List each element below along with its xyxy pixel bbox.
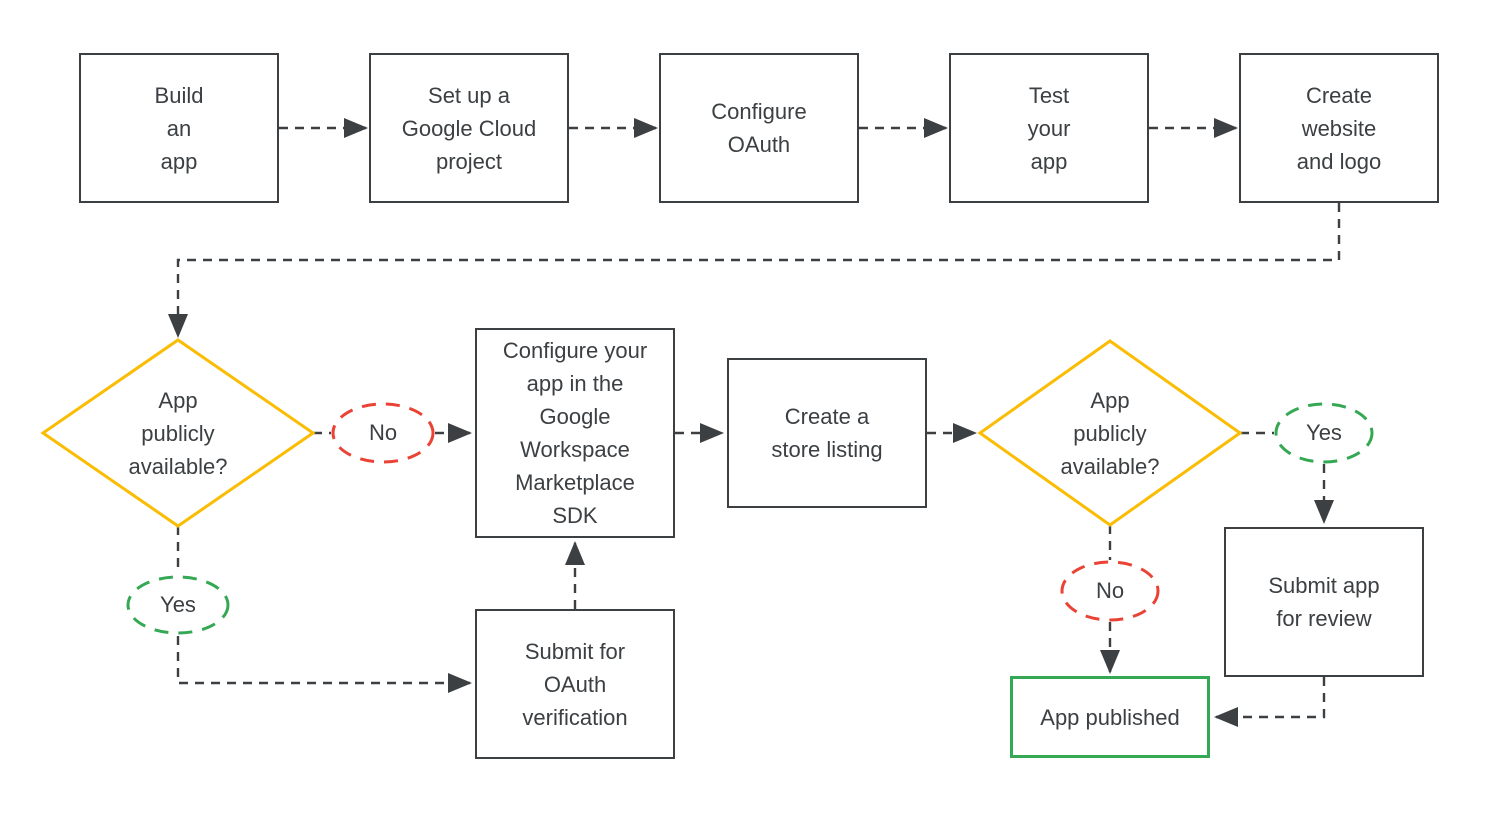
node-build-app-label: Build an app: [154, 82, 204, 174]
node-test-app: Test your app: [949, 53, 1149, 203]
no-chip-first-label: No: [368, 420, 398, 445]
yes-chip-second-label: Yes: [1306, 420, 1342, 445]
node-setup-project-label: Set up a Google Cloud project: [401, 82, 537, 174]
node-configure-oauth-label: Configure OAuth: [711, 99, 807, 157]
node-configure-oauth: Configure OAuth: [659, 53, 859, 203]
no-chip-second-label: No: [1095, 578, 1125, 603]
decision-second: App publicly available?: [1010, 340, 1210, 526]
yes-chip-second-outline: [1274, 402, 1374, 464]
node-submit-review-label: Submit app for review: [1268, 573, 1380, 631]
yes-chip-first-label: Yes: [160, 592, 196, 617]
node-store-listing-label: Create a store listing: [771, 404, 883, 462]
yes-chip-first-outline: [126, 575, 230, 635]
decision-second-label: App publicly available?: [1060, 387, 1160, 479]
decision-diamond-first: [40, 338, 316, 528]
node-submit-review: Submit app for review: [1224, 527, 1424, 677]
node-app-published: App published: [1010, 676, 1210, 758]
node-configure-sdk: Configure your app in the Google Workspa…: [475, 328, 675, 538]
decision-diamond-second: [977, 339, 1243, 527]
decision-first: App publicly available?: [78, 340, 278, 526]
decision-first-label: App publicly available?: [128, 387, 228, 479]
no-chip-second-outline: [1060, 560, 1160, 622]
yes-chip-second: Yes: [1276, 404, 1372, 462]
node-test-app-label: Test your app: [1027, 82, 1071, 174]
connector-website-to-decision1: [168, 203, 1341, 338]
node-configure-sdk-label: Configure your app in the Google Workspa…: [502, 338, 648, 528]
no-chip-first-outline: [331, 402, 435, 464]
node-create-website-label: Create website and logo: [1296, 82, 1382, 174]
node-oauth-verification-label: Submit for OAuth verification: [522, 638, 628, 730]
node-create-website: Create website and logo: [1239, 53, 1439, 203]
node-oauth-verification: Submit for OAuth verification: [475, 609, 675, 759]
connector-yes-chip-to-verification: [176, 636, 472, 693]
no-chip-second: No: [1062, 562, 1158, 620]
node-setup-project: Set up a Google Cloud project: [369, 53, 569, 203]
node-app-published-label: App published: [1040, 704, 1180, 730]
yes-chip-first: Yes: [128, 577, 228, 633]
no-chip-first: No: [333, 404, 433, 462]
node-build-app: Build an app: [79, 53, 279, 203]
connector-review-to-published: [1214, 677, 1326, 727]
node-store-listing: Create a store listing: [727, 358, 927, 508]
